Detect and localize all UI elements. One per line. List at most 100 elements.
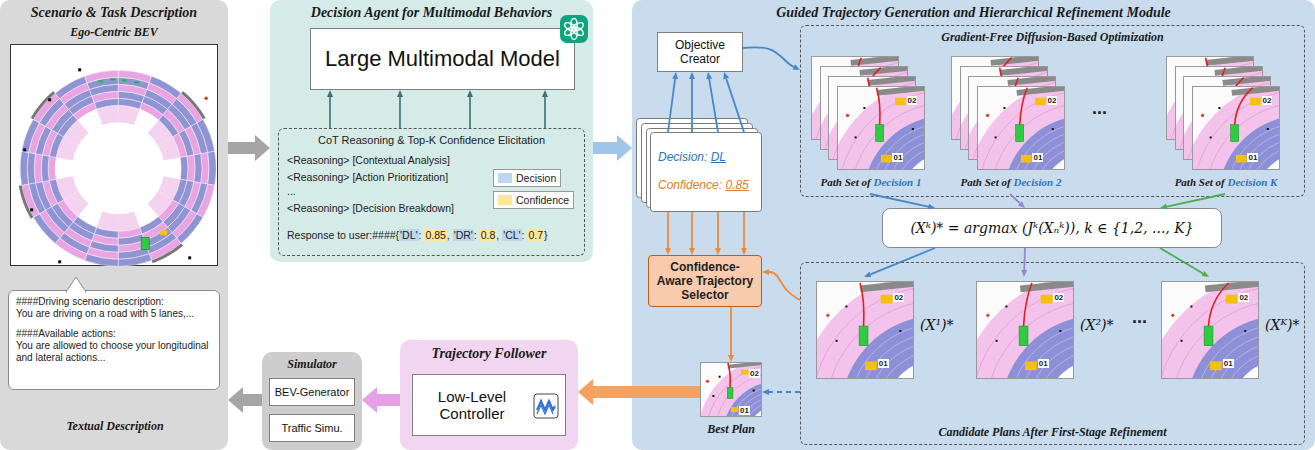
pointer-join [67, 291, 85, 294]
thumbnail-content [1183, 76, 1271, 160]
thumbnail-content [977, 86, 1065, 170]
ego-vehicle [1016, 125, 1024, 142]
text-part: DL [711, 150, 726, 164]
image-caption: Ego-Centric BEV [10, 25, 218, 40]
controller-icon [533, 393, 559, 419]
obstacle-dot [48, 98, 51, 101]
lane-line [1248, 146, 1280, 170]
vehicle-id: 01 [878, 359, 889, 368]
connector [769, 272, 800, 300]
obstacle-dot [855, 136, 857, 138]
obstacle-dot [1244, 330, 1246, 332]
panel-heading: Trajectory Follower [400, 346, 578, 362]
vehicle-id: 01 [1038, 359, 1049, 368]
obstacle-dot [78, 68, 81, 71]
panel-heading: Guided Trajectory Generation and Hierarc… [632, 5, 1315, 21]
lane-segment [118, 70, 152, 82]
obstacle-dot [845, 306, 847, 308]
bev-thumbnail [965, 78, 1196, 309]
confidence-value: 0.85 [424, 229, 446, 241]
panel-heading: Scenario & Task Description [0, 5, 228, 21]
barrier [876, 86, 925, 96]
text-part: Decision [873, 176, 915, 188]
vehicle-id: 02 [1047, 96, 1058, 105]
prompt-text: You are allowed to choose your longitudi… [16, 340, 212, 364]
lane-segment [177, 214, 203, 244]
process-box: Objective Creator [657, 32, 743, 72]
other-vehicle [1210, 361, 1222, 370]
path-set-caption: Path Set of Decision 2 [946, 176, 1076, 188]
planned-path [728, 363, 730, 387]
bev-thumbnail [956, 68, 1187, 299]
other-vehicle [1250, 98, 1261, 106]
reasoning-line: <Reasoning> [Action Prioritization] [287, 171, 448, 183]
connector [243, 394, 262, 406]
text-part: Path [1175, 176, 1199, 188]
target-dot [986, 114, 989, 117]
lane-line [737, 396, 762, 417]
model-logo [558, 13, 590, 45]
connector [399, 97, 401, 128]
thumbnail-frame [1162, 282, 1259, 379]
card-stack [636, 118, 762, 212]
text-part: Path [961, 176, 985, 188]
obstacle-dot [30, 208, 33, 211]
text-part: : [474, 229, 480, 241]
marker-tick [98, 80, 103, 82]
panel-caption: Textual Description [1, 419, 229, 434]
road-area [841, 315, 914, 379]
connector [593, 142, 617, 154]
input-panel: Ego-Centric BEV####Driving scenario desc… [0, 0, 228, 450]
text-part: Path [821, 176, 845, 188]
thumbnail-content [1175, 66, 1263, 150]
obstacle-dot [995, 136, 997, 138]
ego-vehicle [727, 387, 733, 398]
road-area [97, 105, 119, 125]
lane-line [1033, 146, 1065, 170]
thumbnail-content [1166, 56, 1254, 140]
simulator-panel: BEV-GeneratorTraffic Simu.Simulator [262, 352, 362, 450]
module-box: Traffic Simu. [269, 414, 355, 442]
reasoning-line: <Reasoning> [Contextual Analysis] [287, 154, 450, 166]
obstacle-dot [1052, 128, 1054, 130]
prompt-text: You are driving on a road with 5 lanes,.… [16, 308, 212, 320]
decision-key: 'DR' [453, 229, 474, 241]
obstacle-dot [188, 256, 191, 259]
road-area [837, 86, 925, 170]
thumbnail-frame [977, 282, 1074, 379]
road-area [700, 362, 762, 417]
lane-line [849, 324, 914, 379]
plan-symbol: (X¹)* [920, 317, 954, 333]
lane-line [1027, 342, 1074, 379]
legend-text: Decision [516, 172, 556, 184]
other-vehicle [1041, 295, 1053, 304]
other-vehicle [731, 407, 738, 412]
connector [377, 394, 400, 406]
lane-segment [55, 76, 87, 98]
connector [726, 79, 744, 132]
barrier [1205, 56, 1254, 66]
candidate-plan: (X²)*0201 [976, 277, 1116, 387]
barrier [990, 56, 1039, 66]
text-part: Set [845, 176, 862, 188]
lane-line [826, 301, 914, 379]
connector [691, 79, 693, 132]
obstacle-dot [899, 330, 901, 332]
thumbnail-content [976, 281, 1074, 379]
connector [730, 307, 732, 355]
text-part: 2 [1056, 176, 1062, 188]
marker-tick [122, 79, 127, 81]
lane-line [1241, 138, 1280, 170]
vehicle-id: 02 [907, 96, 918, 105]
module-box: BEV-Generator [269, 378, 355, 406]
lane-line [732, 391, 762, 417]
other-vehicle [1021, 155, 1032, 163]
connector [593, 386, 700, 398]
thumbnail-content [951, 56, 1039, 140]
lane-segment [34, 154, 42, 183]
agent-panel: Large Multimodal ModelCoT Reasoning & To… [270, 0, 593, 262]
decision-card: Decision: DLConfidence: 0.85 [650, 132, 762, 212]
path-set: Path Set of Decision K0201 [1166, 44, 1286, 194]
lane-line [1193, 90, 1280, 170]
target-dot [986, 314, 989, 317]
